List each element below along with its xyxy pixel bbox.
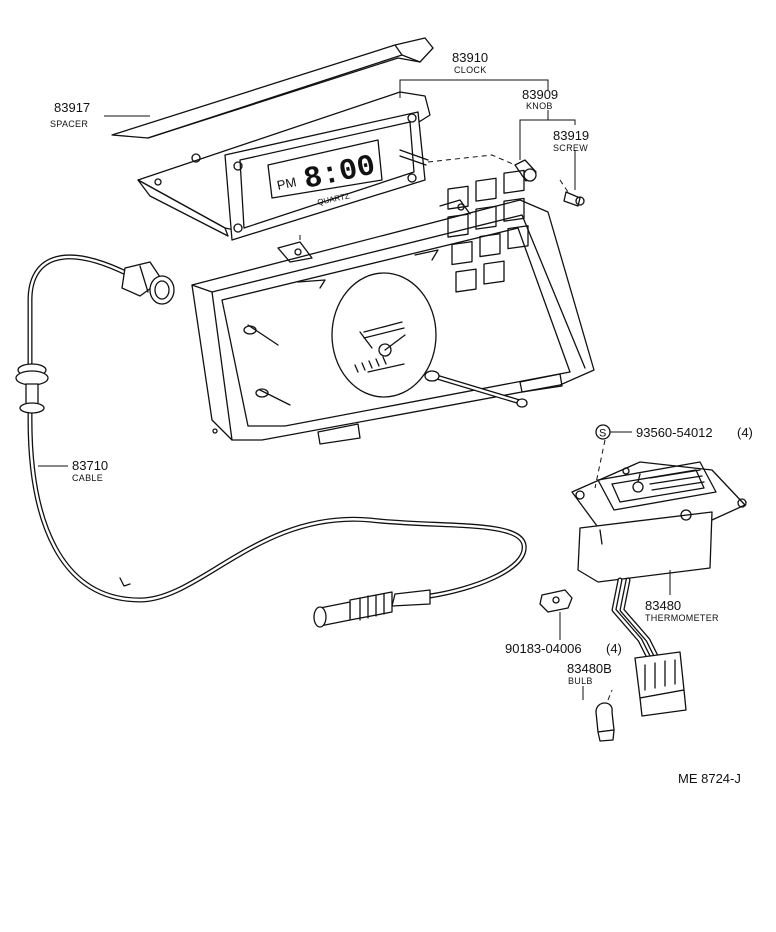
bulb-part (595, 689, 615, 742)
cable-part-number: 83710 (72, 458, 108, 473)
screw-part-number: 83919 (553, 128, 589, 143)
bulb-part-number: 83480B (567, 661, 612, 676)
spacer-part-name: SPACER (50, 119, 88, 129)
clock-part-number: 83910 (452, 50, 488, 65)
screw-part (559, 179, 585, 207)
screw-symbol-label: S (599, 428, 606, 440)
diagram-code: ME 8724-J (678, 771, 741, 786)
thermometer-part-name: THERMOMETER (645, 613, 719, 623)
knob-part-number: 83909 (522, 87, 558, 102)
speedometer-cable (15, 254, 527, 628)
knob-part (514, 159, 537, 182)
thermometer-part (571, 461, 747, 717)
leader-lines (38, 79, 671, 700)
clock-display-prefix: PM (276, 174, 298, 193)
clock-part-name: CLOCK (454, 65, 487, 75)
cable-part-name: CABLE (72, 473, 103, 483)
screw-s-icon (595, 424, 611, 440)
clip-qty: (4) (606, 641, 622, 656)
knob-part-name: KNOB (526, 101, 553, 111)
screw-s-qty: (4) (737, 425, 753, 440)
combination-meter (191, 169, 595, 445)
bulb-part-name: BULB (568, 676, 593, 686)
clip-part-number: 90183-04006 (505, 641, 582, 656)
thermometer-part-number: 83480 (645, 598, 681, 613)
clip-part (539, 589, 573, 613)
screw-part-name: SCREW (553, 143, 588, 153)
screw-s-part-number: 93560-54012 (636, 425, 713, 440)
spacer-part (111, 37, 434, 139)
spacer-part-number: 83917 (54, 100, 90, 115)
